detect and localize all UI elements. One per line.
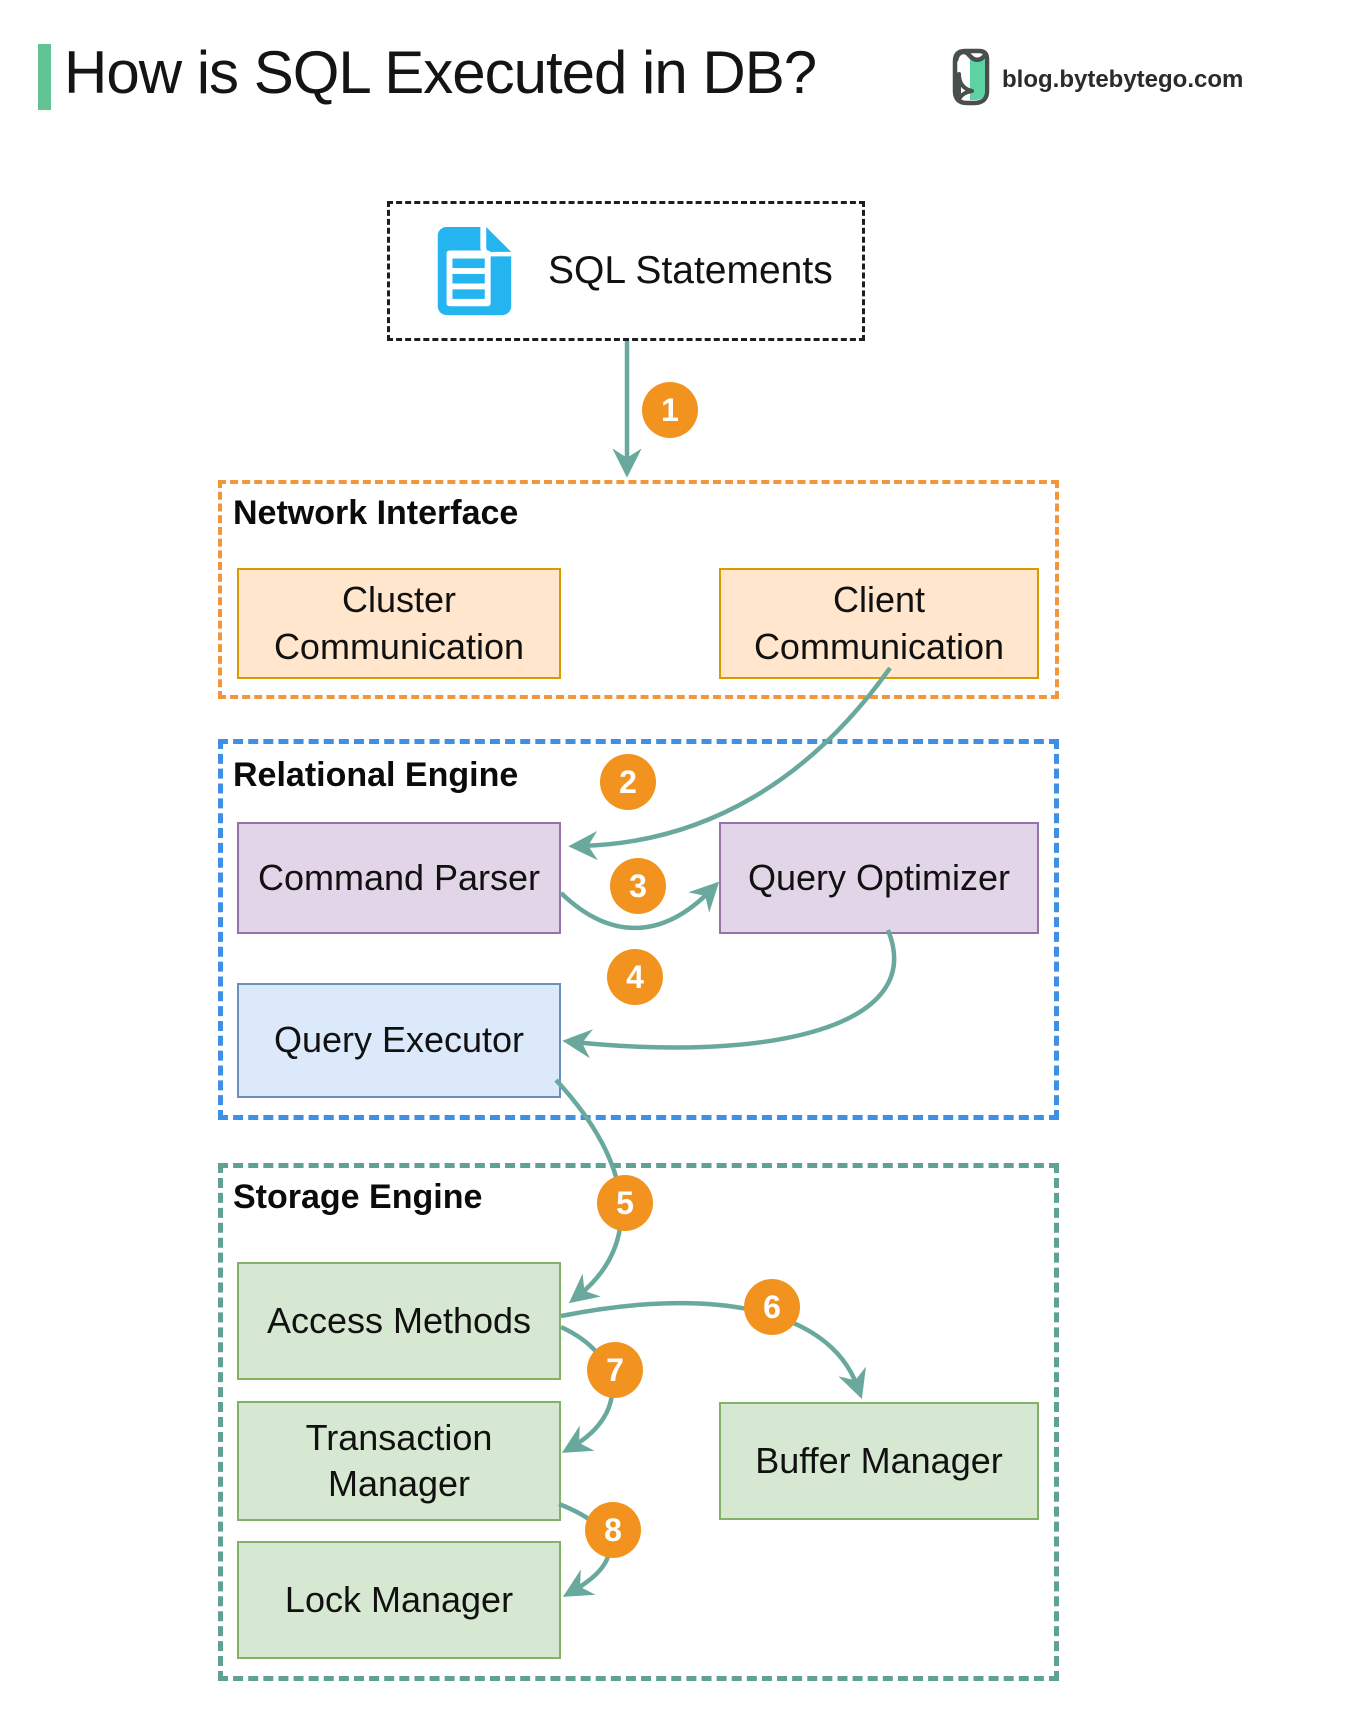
section-storage-engine (218, 1163, 1059, 1681)
node-label: Client Communication (753, 579, 1005, 667)
sql-statements-label: SQL Statements (548, 249, 833, 292)
step-badge-3: 3 (610, 858, 666, 914)
node-label: Transaction Manager (305, 1416, 493, 1504)
node-cluster-communication: Cluster Communication (237, 568, 561, 679)
node-client-communication: Client Communication (719, 568, 1039, 679)
node-command-parser: Command Parser (237, 822, 561, 934)
bytebytego-bird-logo (952, 48, 990, 106)
node-label: Command Parser (257, 856, 541, 898)
node-buffer-manager: Buffer Manager (719, 1402, 1039, 1520)
sql-document-icon (437, 226, 512, 316)
page-title: How is SQL Executed in DB? (64, 39, 817, 106)
step-badge-1: 1 (642, 382, 698, 438)
node-query-executor: Query Executor (237, 983, 561, 1098)
node-label: Access Methods (266, 1299, 532, 1341)
node-label: Buffer Manager (755, 1439, 1003, 1481)
site-url-label: blog.bytebytego.com (1002, 66, 1244, 93)
node-label: Query Optimizer (747, 856, 1011, 898)
node-label: Query Executor (273, 1019, 525, 1061)
step-badge-2: 2 (600, 754, 656, 810)
step-badge-7: 7 (587, 1342, 643, 1398)
step-badge-8: 8 (585, 1502, 641, 1558)
title-accent-bar (38, 44, 51, 110)
step-badge-6: 6 (744, 1279, 800, 1335)
relational-engine-label: Relational Engine (233, 756, 519, 794)
storage-engine-label: Storage Engine (233, 1178, 483, 1216)
node-label: Cluster Communication (273, 579, 525, 667)
sql-statements-box: SQL Statements (387, 201, 865, 341)
node-transaction-manager: Transaction Manager (237, 1401, 561, 1521)
step-badge-4: 4 (607, 949, 663, 1005)
node-query-optimizer: Query Optimizer (719, 822, 1039, 934)
node-label: Lock Manager (284, 1578, 514, 1620)
node-access-methods: Access Methods (237, 1262, 561, 1380)
node-lock-manager: Lock Manager (237, 1541, 561, 1659)
network-interface-label: Network Interface (233, 494, 519, 532)
step-badge-5: 5 (597, 1175, 653, 1231)
